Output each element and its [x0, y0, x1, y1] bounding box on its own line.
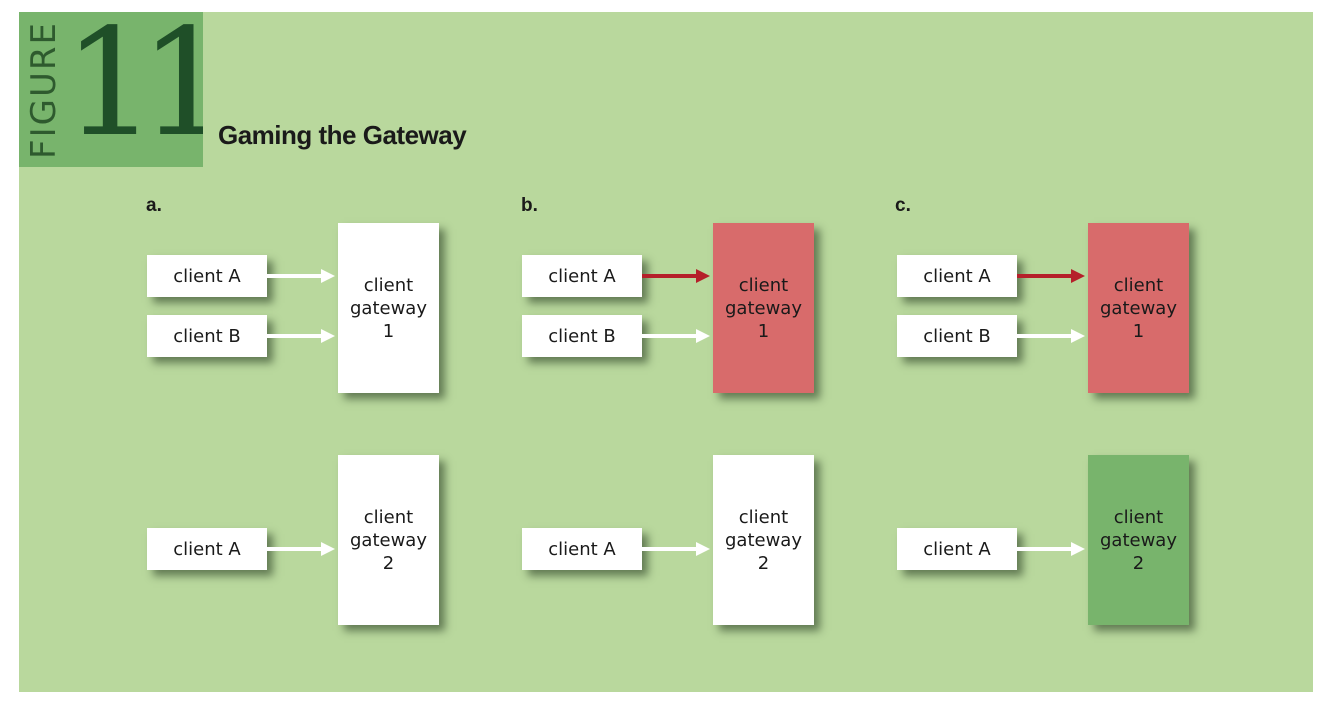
gateway-line: client: [1113, 274, 1164, 296]
gateway-line: client: [1113, 506, 1164, 528]
figure-title: Gaming the Gateway: [218, 120, 467, 150]
arrow-head: [696, 269, 710, 283]
client-box: client A: [522, 528, 642, 570]
gateway-line: gateway: [725, 529, 802, 551]
panel-label: a.: [146, 195, 162, 216]
arrow-head: [321, 269, 335, 283]
gateway-line: gateway: [725, 297, 802, 319]
client-gateway-1: client gateway 1: [1088, 223, 1189, 393]
gateway-line: gateway: [1100, 529, 1177, 551]
client-gateway-2: client gateway 2: [713, 455, 814, 625]
panel-label: c.: [895, 195, 911, 216]
arrow-head: [1071, 542, 1085, 556]
gateway-line: gateway: [350, 297, 427, 319]
gateway-line: 2: [382, 552, 395, 574]
client-box: client A: [147, 528, 267, 570]
gateway-line: client: [738, 506, 789, 528]
figure-canvas: FIGURE 11 Gaming the Gateway a. client A…: [19, 12, 1313, 692]
client-gateway-1: client gateway 1: [338, 223, 439, 393]
arrow-head: [696, 542, 710, 556]
client-box: client B: [522, 315, 642, 357]
arrow-head: [321, 542, 335, 556]
figure-badge: FIGURE 11: [19, 12, 203, 167]
connection-arrow: [642, 329, 710, 343]
client-gateway-2: client gateway 2: [338, 455, 439, 625]
gateway-line: client: [738, 274, 789, 296]
client-box: client A: [147, 255, 267, 297]
gateway-line: client: [363, 506, 414, 528]
arrow-head: [1071, 329, 1085, 343]
gateway-line: gateway: [350, 529, 427, 551]
gateway-line: 1: [757, 320, 770, 342]
figure-number: 11: [63, 12, 203, 167]
gateway-line: 2: [757, 552, 770, 574]
client-box: client A: [897, 255, 1017, 297]
connection-arrow: [642, 269, 710, 283]
connection-arrow: [1017, 329, 1085, 343]
panel-label: b.: [521, 195, 538, 216]
client-box: client B: [897, 315, 1017, 357]
gateway-line: 2: [1132, 552, 1145, 574]
arrow-head: [696, 329, 710, 343]
connection-arrow: [1017, 542, 1085, 556]
gateway-line: gateway: [1100, 297, 1177, 319]
client-box: client A: [522, 255, 642, 297]
client-gateway-1: client gateway 1: [713, 223, 814, 393]
client-box: client B: [147, 315, 267, 357]
gateway-line: 1: [1132, 320, 1145, 342]
connection-arrow: [267, 542, 335, 556]
connection-arrow: [642, 542, 710, 556]
connection-arrow: [267, 269, 335, 283]
figure-word: FIGURE: [24, 21, 64, 159]
gateway-line: client: [363, 274, 414, 296]
client-box: client A: [897, 528, 1017, 570]
client-gateway-2: client gateway 2: [1088, 455, 1189, 625]
connection-arrow: [1017, 269, 1085, 283]
arrow-head: [1071, 269, 1085, 283]
arrow-head: [321, 329, 335, 343]
connection-arrow: [267, 329, 335, 343]
gateway-line: 1: [382, 320, 395, 342]
